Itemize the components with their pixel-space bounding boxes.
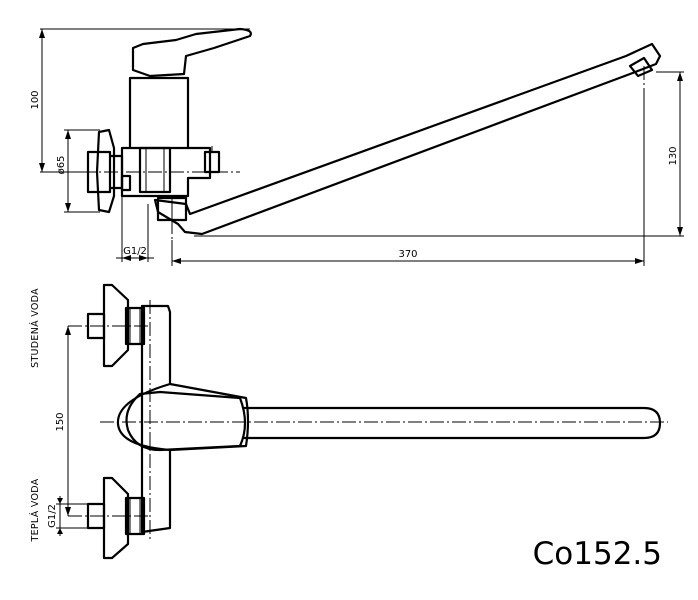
dim-spout-length: 370 bbox=[171, 90, 645, 266]
dim-flange-diameter: ø65 bbox=[56, 129, 100, 213]
front-view bbox=[68, 283, 668, 560]
dim-label-100: 100 bbox=[30, 90, 41, 109]
cartridge-cap bbox=[128, 76, 190, 150]
dim-label-g12-front: G1/2 bbox=[47, 504, 58, 528]
bottom-rosette bbox=[102, 476, 130, 560]
dim-height-lever: 100 bbox=[30, 28, 250, 173]
dim-axis-spacing: 150 bbox=[55, 326, 71, 516]
dim-thread-side: G1/2 bbox=[116, 196, 154, 262]
dim-label-150: 150 bbox=[55, 412, 66, 431]
body-plate bbox=[140, 304, 250, 534]
spout-tube bbox=[242, 406, 662, 440]
dim-label-370: 370 bbox=[398, 249, 417, 260]
dim-label-65: ø65 bbox=[56, 156, 67, 175]
connector-nut bbox=[138, 146, 172, 194]
spout-handle bbox=[125, 390, 247, 452]
side-view bbox=[60, 27, 662, 240]
top-rosette bbox=[102, 283, 130, 368]
hot-water-label: TEPLÁ VODA bbox=[29, 478, 41, 542]
diverter-knob bbox=[203, 150, 221, 174]
model-code: Co152.5 bbox=[533, 536, 662, 572]
dim-spout-height: 130 bbox=[194, 71, 684, 237]
spout bbox=[153, 42, 662, 236]
cold-water-label: STUDENÁ VODA bbox=[29, 288, 41, 368]
dim-label-130: 130 bbox=[668, 146, 679, 165]
lever-handle bbox=[131, 27, 252, 78]
dim-label-g12-side: G1/2 bbox=[123, 246, 147, 257]
wall-rosette bbox=[95, 128, 116, 214]
dim-thread-front: G1/2 bbox=[47, 496, 90, 536]
